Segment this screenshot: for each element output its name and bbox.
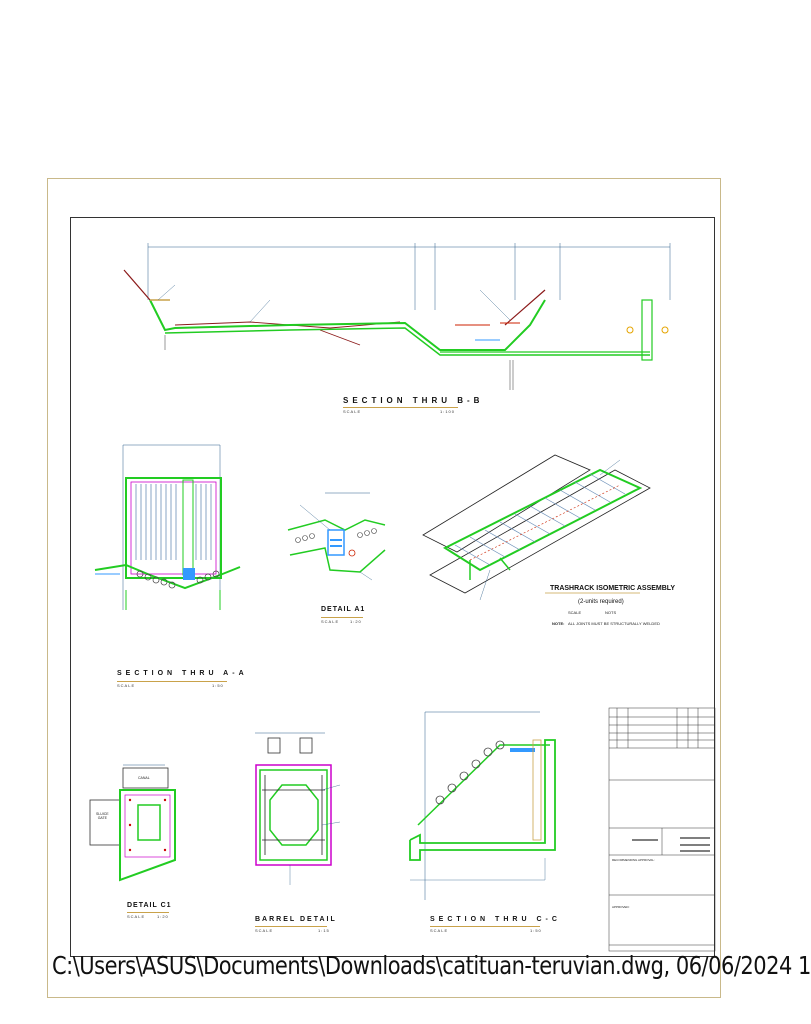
section-bb-scale-ratio: 1:100 [440, 409, 456, 414]
title-block-recommending-approval: RECOMMENDING APPROVAL: [612, 858, 655, 862]
trashrack-title: TRASHRACK ISOMETRIC ASSEMBLY [550, 585, 676, 592]
c1-sluice-label: SLUICE GATE [96, 812, 109, 820]
section-aa-title: SECTION THRU A-A [117, 670, 248, 677]
section-cc-scale-ratio: 1:50 [530, 928, 542, 933]
section-aa-underline [117, 681, 227, 682]
cad-drawing [89, 243, 716, 952]
section-cc-drawing [409, 711, 556, 900]
trashrack-note-label: NOTE: [552, 621, 565, 626]
trashrack-note-text: ALL JOINTS MUST BE STRUCTURALLY WELDED [568, 621, 660, 626]
barrel-detail-underline [255, 926, 327, 927]
drawing-border [70, 217, 715, 957]
detail-c1-scale-ratio: 1:20 [157, 914, 169, 919]
trashrack-scale-label: SCALE [568, 610, 582, 615]
section-aa-scale-label: SCALE [117, 683, 136, 688]
detail-a1-drawing [287, 492, 386, 581]
detail-a1-scale-ratio: 1:20 [350, 619, 362, 624]
c1-canal-label: CANAL [138, 776, 150, 780]
barrel-detail-scale-ratio: 1:15 [318, 928, 330, 933]
trashrack-isometric-drawing [422, 454, 651, 601]
section-cc-scale-label: SCALE [430, 928, 449, 933]
barrel-detail-title: BARREL DETAIL [255, 916, 337, 923]
trashrack-scale-value: NOTS [605, 610, 617, 615]
sheet-border [47, 178, 721, 998]
detail-a1-title: DETAIL A1 [321, 606, 366, 613]
detail-c1-drawing [89, 764, 176, 882]
title-block [608, 707, 716, 952]
section-bb-title: SECTION THRU B-B [343, 396, 484, 405]
section-cc-underline [430, 926, 540, 927]
detail-c1-underline [127, 912, 169, 913]
section-aa-drawing [94, 444, 241, 610]
trashrack-subtitle: (2-units required) [578, 599, 624, 605]
file-path-footer: C:\Users\ASUS\Documents\Downloads\catitu… [52, 951, 811, 980]
title-block-approved: APPROVED: [612, 905, 630, 909]
detail-a1-scale-label: SCALE [321, 619, 340, 624]
section-aa-scale-ratio: 1:50 [212, 683, 224, 688]
barrel-detail-drawing [255, 732, 341, 885]
section-bb-drawing [123, 243, 671, 390]
detail-c1-scale-label: SCALE [127, 914, 146, 919]
section-cc-title: SECTION THRU C-C [430, 916, 561, 923]
barrel-detail-scale-label: SCALE [255, 928, 274, 933]
detail-c1-title: DETAIL C1 [127, 902, 172, 909]
section-bb-underline [343, 407, 458, 408]
section-bb-scale-label: SCALE [343, 409, 362, 414]
detail-a1-underline [321, 617, 363, 618]
